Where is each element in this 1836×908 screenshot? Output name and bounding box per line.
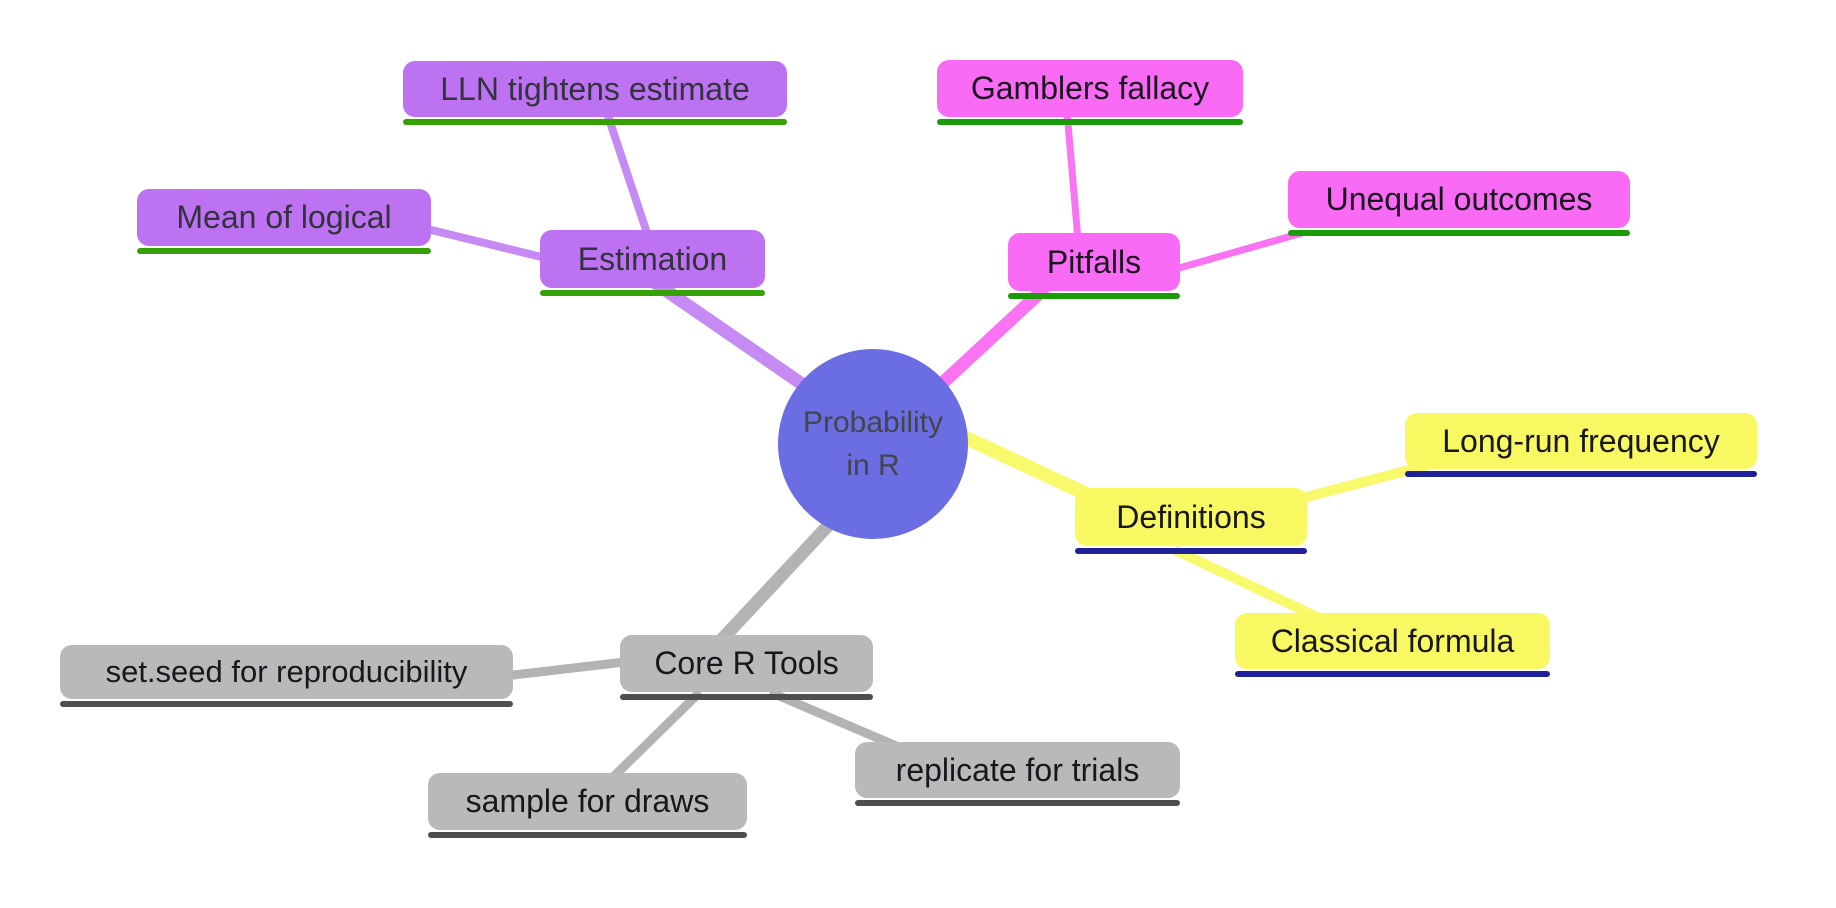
node-label: Mean of logical: [137, 189, 431, 246]
node-label: LLN tightens estimate: [403, 61, 787, 117]
edge-pitfalls-unequal: [1164, 229, 1303, 276]
root-label-line1: Probability: [802, 406, 944, 439]
node-definitions[interactable]: Definitions: [1075, 488, 1307, 554]
node-underline: [620, 694, 873, 700]
root-label-line2: in R: [846, 449, 900, 482]
node-label: Core R Tools: [620, 635, 873, 692]
edge-center-estimation: [644, 272, 822, 401]
node-gamblers-fallacy[interactable]: Gamblers fallacy: [937, 60, 1243, 125]
edge-definitions-longrun: [1293, 459, 1434, 505]
edge-core-setseed: [504, 655, 643, 681]
node-setseed-for-reproducibility[interactable]: set.seed for reproducibility: [60, 645, 513, 707]
edge-center-pitfalls: [930, 283, 1050, 395]
node-long-run-frequency[interactable]: Long-run frequency: [1405, 413, 1757, 477]
node-underline: [428, 832, 747, 838]
node-label: set.seed for reproducibility: [60, 645, 513, 699]
node-underline: [1075, 548, 1307, 554]
node-underline: [855, 800, 1180, 806]
node-core-r-tools[interactable]: Core R Tools: [620, 635, 873, 700]
node-unequal-outcomes[interactable]: Unequal outcomes: [1288, 171, 1630, 236]
node-underline: [60, 701, 513, 707]
node-label: Gamblers fallacy: [937, 60, 1243, 117]
node-underline: [403, 119, 787, 125]
node-mean-of-logical[interactable]: Mean of logical: [137, 189, 431, 254]
node-label: replicate for trials: [855, 742, 1180, 798]
node-label: Estimation: [540, 230, 765, 288]
edge-center-core: [707, 510, 843, 655]
node-label: sample for draws: [428, 773, 747, 830]
node-label: Unequal outcomes: [1288, 171, 1630, 228]
edge-definitions-classical: [1172, 545, 1335, 629]
node-underline: [1288, 230, 1630, 236]
node-underline: [1008, 293, 1180, 299]
edge-estimation-lln: [602, 108, 654, 244]
node-label: Pitfalls: [1008, 233, 1180, 291]
node-sample-for-draws[interactable]: sample for draws: [428, 773, 747, 838]
node-replicate-for-trials[interactable]: replicate for trials: [855, 742, 1180, 806]
node-lln-tightens-estimate[interactable]: LLN tightens estimate: [403, 61, 787, 125]
node-label: Definitions: [1075, 488, 1307, 546]
node-underline: [1235, 671, 1550, 677]
edge-pitfalls-gamblers: [1063, 111, 1082, 241]
node-estimation[interactable]: Estimation: [540, 230, 765, 296]
node-classical-formula[interactable]: Classical formula: [1235, 613, 1550, 677]
node-label: Classical formula: [1235, 613, 1550, 669]
edge-estimation-mean: [414, 222, 563, 266]
node-underline: [937, 119, 1243, 125]
mindmap-root-node[interactable]: Probability in R: [778, 349, 968, 539]
node-label: Long-run frequency: [1405, 413, 1757, 469]
node-underline: [1405, 471, 1757, 477]
node-pitfalls[interactable]: Pitfalls: [1008, 233, 1180, 299]
node-underline: [540, 290, 765, 296]
node-underline: [137, 248, 431, 254]
edge-core-sample: [599, 688, 704, 791]
